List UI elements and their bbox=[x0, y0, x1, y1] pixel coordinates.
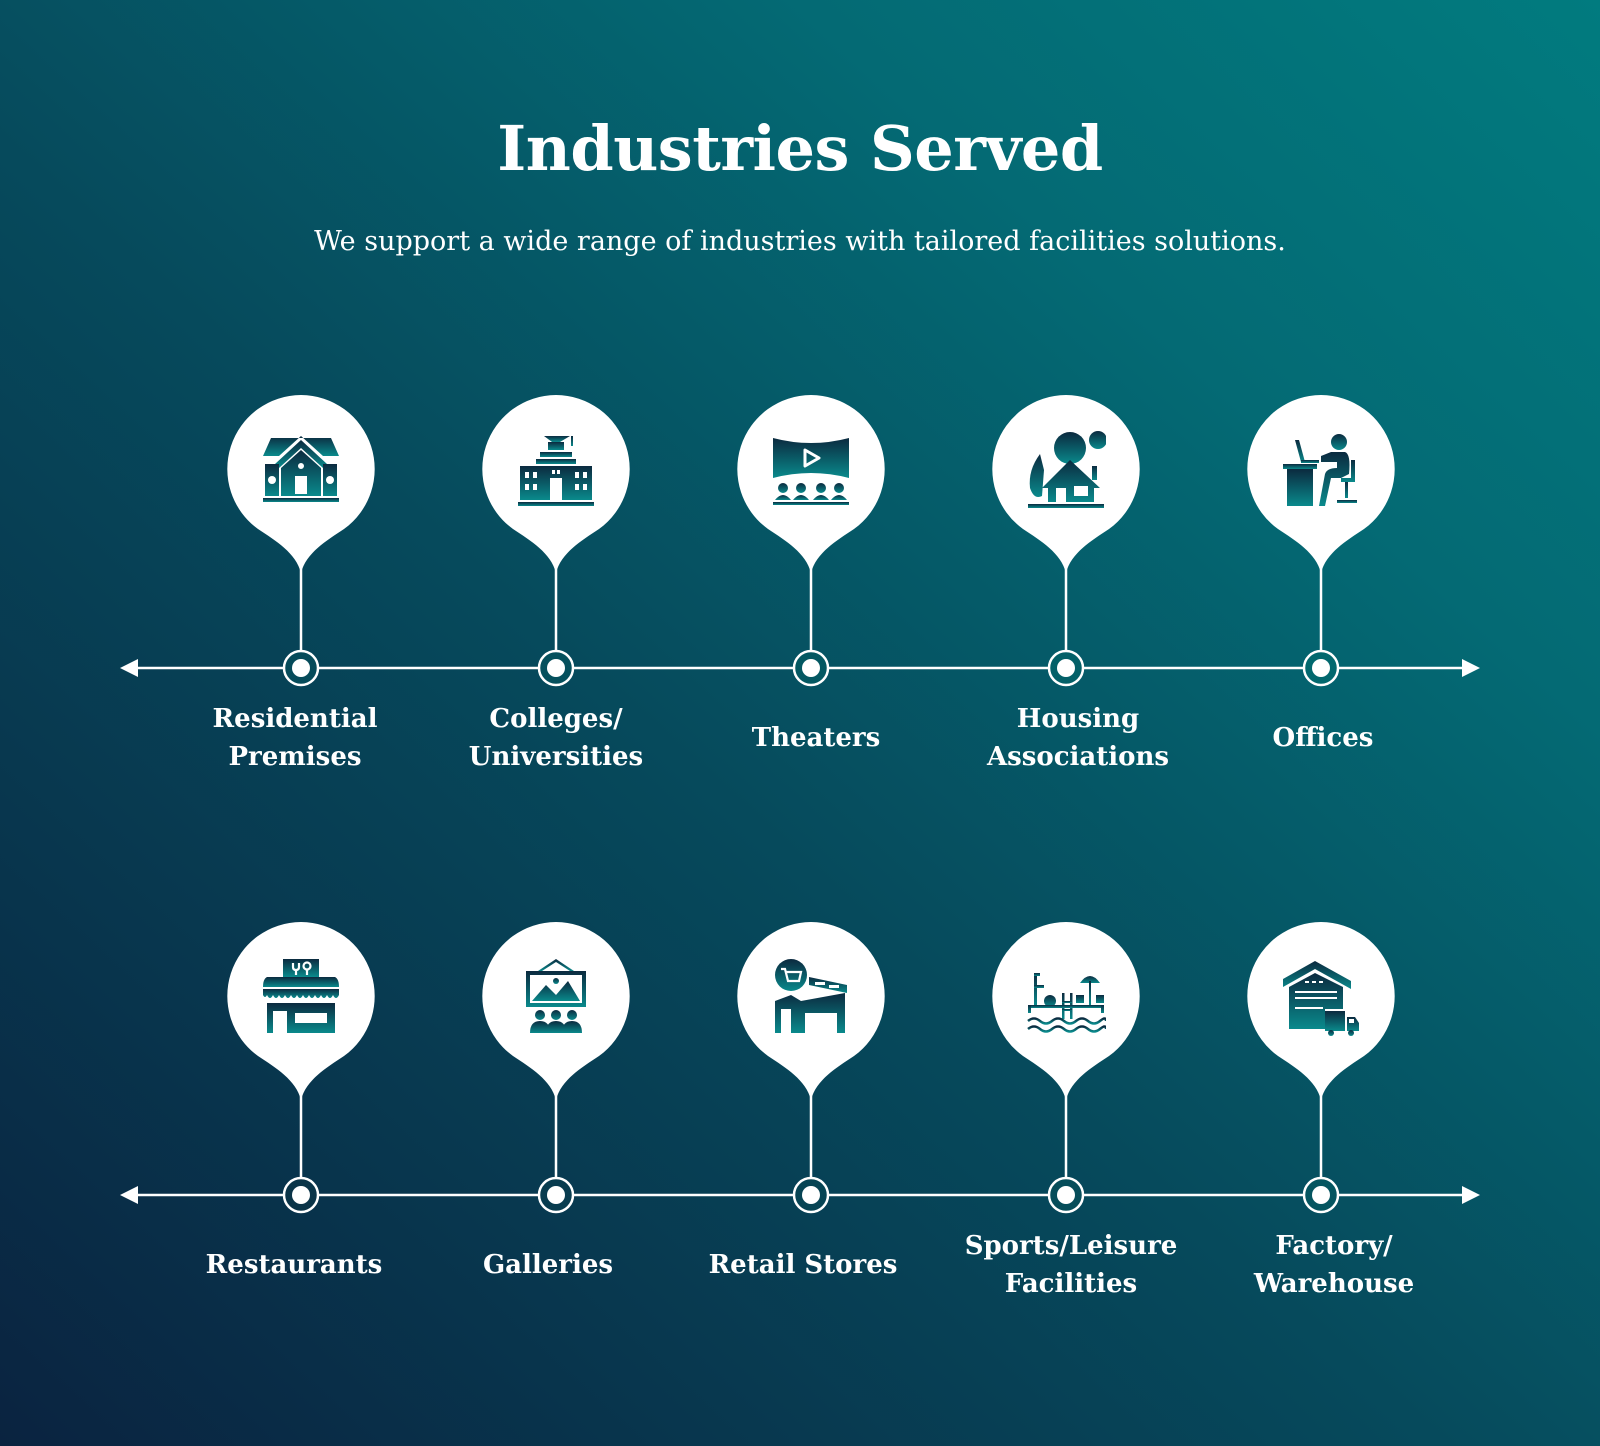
label-factory-warehouse: Factory/ Warehouse bbox=[1253, 1231, 1415, 1299]
timeline-axis bbox=[120, 1087, 1480, 1214]
pool-leisure-icon bbox=[1027, 973, 1106, 1033]
housing-icon bbox=[1028, 431, 1106, 508]
gallery-icon bbox=[526, 959, 586, 1033]
label-housing-associations: Housing Associations bbox=[986, 704, 1170, 772]
arrow-right-icon bbox=[1462, 1186, 1480, 1204]
label-residential-premises: Residential Premises bbox=[212, 704, 378, 772]
label-restaurants: Restaurants bbox=[205, 1250, 383, 1280]
pin-sports-leisure-facilities[interactable] bbox=[991, 922, 1141, 1112]
pin-theaters[interactable] bbox=[736, 395, 886, 585]
label-theaters: Theaters bbox=[751, 723, 881, 753]
page-title: Industries Served bbox=[497, 112, 1103, 185]
theater-icon bbox=[773, 438, 849, 505]
page-subtitle: We support a wide range of industries wi… bbox=[314, 226, 1286, 257]
warehouse-icon bbox=[1283, 961, 1359, 1036]
pin-housing-associations[interactable] bbox=[991, 395, 1141, 585]
pin-residential-premises[interactable] bbox=[226, 395, 376, 585]
arrow-right-icon bbox=[1462, 659, 1480, 677]
pin-restaurants[interactable] bbox=[226, 922, 376, 1112]
retail-store-icon bbox=[775, 959, 847, 1033]
pin-offices[interactable] bbox=[1246, 395, 1396, 585]
timeline-row-1: Residential Premises Colleges/ Universit… bbox=[0, 380, 1600, 800]
timeline-nodes bbox=[282, 1176, 1340, 1214]
house-icon bbox=[263, 436, 339, 502]
label-colleges-universities: Colleges/ Universities bbox=[468, 704, 644, 772]
arrow-left-icon bbox=[120, 1186, 138, 1204]
pin-factory-warehouse[interactable] bbox=[1246, 922, 1396, 1112]
label-offices: Offices bbox=[1272, 723, 1374, 753]
university-icon bbox=[518, 436, 594, 506]
restaurant-icon bbox=[263, 959, 339, 1033]
label-retail-stores: Retail Stores bbox=[708, 1250, 898, 1280]
timeline-nodes bbox=[282, 649, 1340, 687]
label-sports-leisure-facilities: Sports/Leisure Facilities bbox=[964, 1231, 1178, 1299]
label-galleries: Galleries bbox=[482, 1250, 614, 1280]
arrow-left-icon bbox=[120, 659, 138, 677]
timeline-row-2: Restaurants Galleries Retail Stores Spor… bbox=[0, 907, 1600, 1327]
pin-galleries[interactable] bbox=[481, 922, 631, 1112]
pin-retail-stores[interactable] bbox=[736, 922, 886, 1112]
office-worker-icon bbox=[1283, 434, 1357, 506]
timeline-axis bbox=[120, 560, 1480, 687]
pin-colleges-universities[interactable] bbox=[481, 395, 631, 585]
